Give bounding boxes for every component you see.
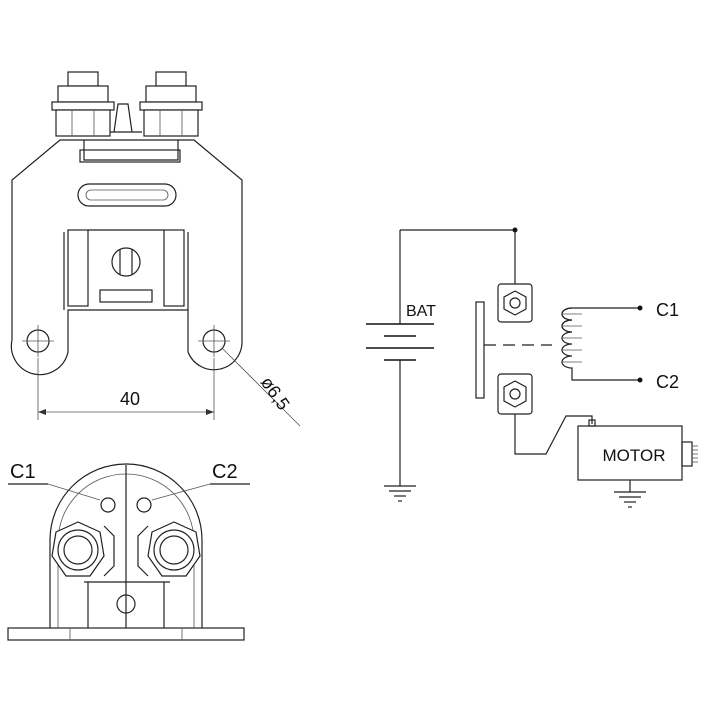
battery-ground-icon: [384, 485, 416, 502]
c1-control-terminal: [100, 497, 116, 513]
right-mounting-hole: [198, 325, 230, 357]
c2-front-label: C2: [212, 461, 238, 483]
right-terminal-stud: [139, 71, 203, 137]
right-main-nut: [147, 521, 201, 577]
bat-label: BAT: [406, 303, 436, 320]
width-dimension: 40: [37, 358, 215, 420]
hole-diameter-leader: ø6,5: [221, 347, 301, 427]
base-plate: [7, 627, 245, 641]
center-screw-icon: [111, 247, 141, 277]
solenoid-top-view: 40 ø6,5: [10, 71, 301, 427]
battery-symbol: BAT: [366, 303, 436, 361]
left-main-nut: [51, 521, 105, 577]
solenoid-front-view: C1 C2: [7, 461, 250, 641]
left-terminal-stud: [51, 71, 115, 137]
wiring-schematic: BAT: [366, 227, 698, 508]
mounting-bracket-outline: [10, 139, 243, 376]
left-mounting-hole: [22, 325, 54, 357]
c1-schematic-label: C1: [656, 300, 679, 320]
coil-icon: [561, 307, 640, 381]
motor-label: MOTOR: [603, 446, 666, 465]
dimension-width-label: 40: [120, 389, 140, 409]
c2-control-terminal: [136, 497, 152, 513]
c2-schematic-label: C2: [656, 372, 679, 392]
motor-block: MOTOR: [577, 425, 698, 481]
c1-front-label: C1: [10, 461, 36, 483]
lower-contact-nut: [497, 373, 533, 415]
dimension-hole-label: ø6,5: [257, 373, 294, 414]
upper-contact-nut: [497, 283, 533, 323]
bracket-slot: [77, 183, 177, 207]
motor-ground-icon: [614, 491, 646, 508]
contact-plate: [475, 301, 485, 399]
